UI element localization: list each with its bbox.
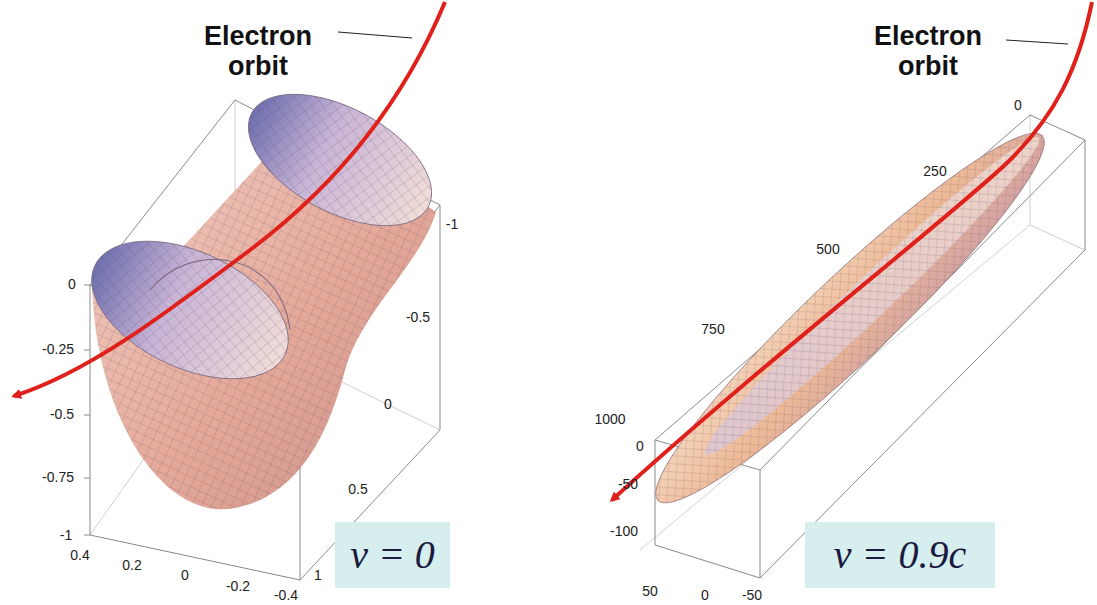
radiation-lobe-body — [629, 105, 1071, 531]
velocity-box: v = 0 — [335, 522, 450, 588]
axis-tick-label: 0.2 — [122, 558, 141, 573]
leader-line — [1006, 40, 1068, 44]
axis-tick-label: 0 — [68, 277, 76, 292]
back-lobe-rim — [227, 67, 452, 253]
axis-tick-label: -0.25 — [42, 342, 74, 357]
orbit-label: Electron orbit — [853, 22, 1003, 81]
leader-line — [338, 32, 412, 38]
axis-tick-label: 50 — [642, 584, 658, 599]
box-sides — [655, 140, 1085, 578]
axis-tick-label: 500 — [816, 242, 839, 257]
axis-tick-label: 0 — [1014, 98, 1022, 113]
axis-tick-label: -0.5 — [406, 310, 430, 325]
velocity-box: v = 0.9c — [805, 522, 995, 588]
axis-tick-label: 0.5 — [348, 482, 367, 497]
axis-tick-label: 250 — [923, 164, 946, 179]
axis-tick-label: 0 — [384, 397, 392, 412]
axis-tick-label: -50 — [742, 588, 762, 603]
axis-tick-label: -1 — [446, 217, 458, 232]
velocity-label: v = 0.9c — [834, 533, 967, 577]
electron-orbit — [14, 2, 445, 396]
axis-tick-label: -100 — [610, 524, 638, 539]
axis-tick-label: 1 — [314, 568, 322, 583]
axis-tick-label: -0.75 — [42, 470, 74, 485]
axis-tick-label: -0.5 — [50, 407, 74, 422]
front-lobe-mesh — [70, 213, 309, 407]
tick-marks — [84, 285, 90, 535]
axis-tick-label: -50 — [618, 477, 638, 492]
back-lobe-mesh — [227, 67, 452, 253]
axis-tick-label: -0.4 — [274, 588, 298, 603]
axis-tick-label: 1000 — [594, 412, 625, 427]
electron-orbit — [612, 2, 1092, 500]
orbit-label: Electron orbit — [183, 22, 333, 81]
axis-tick-label: 750 — [701, 322, 724, 337]
axis-tick-label: 0 — [636, 439, 644, 454]
opening-mesh — [691, 123, 1052, 469]
axis-tick-label: 0 — [701, 588, 709, 603]
front-lobe-rim — [70, 213, 309, 407]
velocity-label: v = 0 — [350, 533, 435, 577]
lobe-opening — [691, 123, 1052, 469]
axis-tick-label: -1 — [60, 528, 72, 543]
axis-tick-label: 0.4 — [70, 548, 89, 563]
lobe-mesh — [629, 105, 1071, 531]
axis-tick-label: 0 — [181, 568, 189, 583]
axis-tick-label: -0.2 — [226, 579, 250, 594]
